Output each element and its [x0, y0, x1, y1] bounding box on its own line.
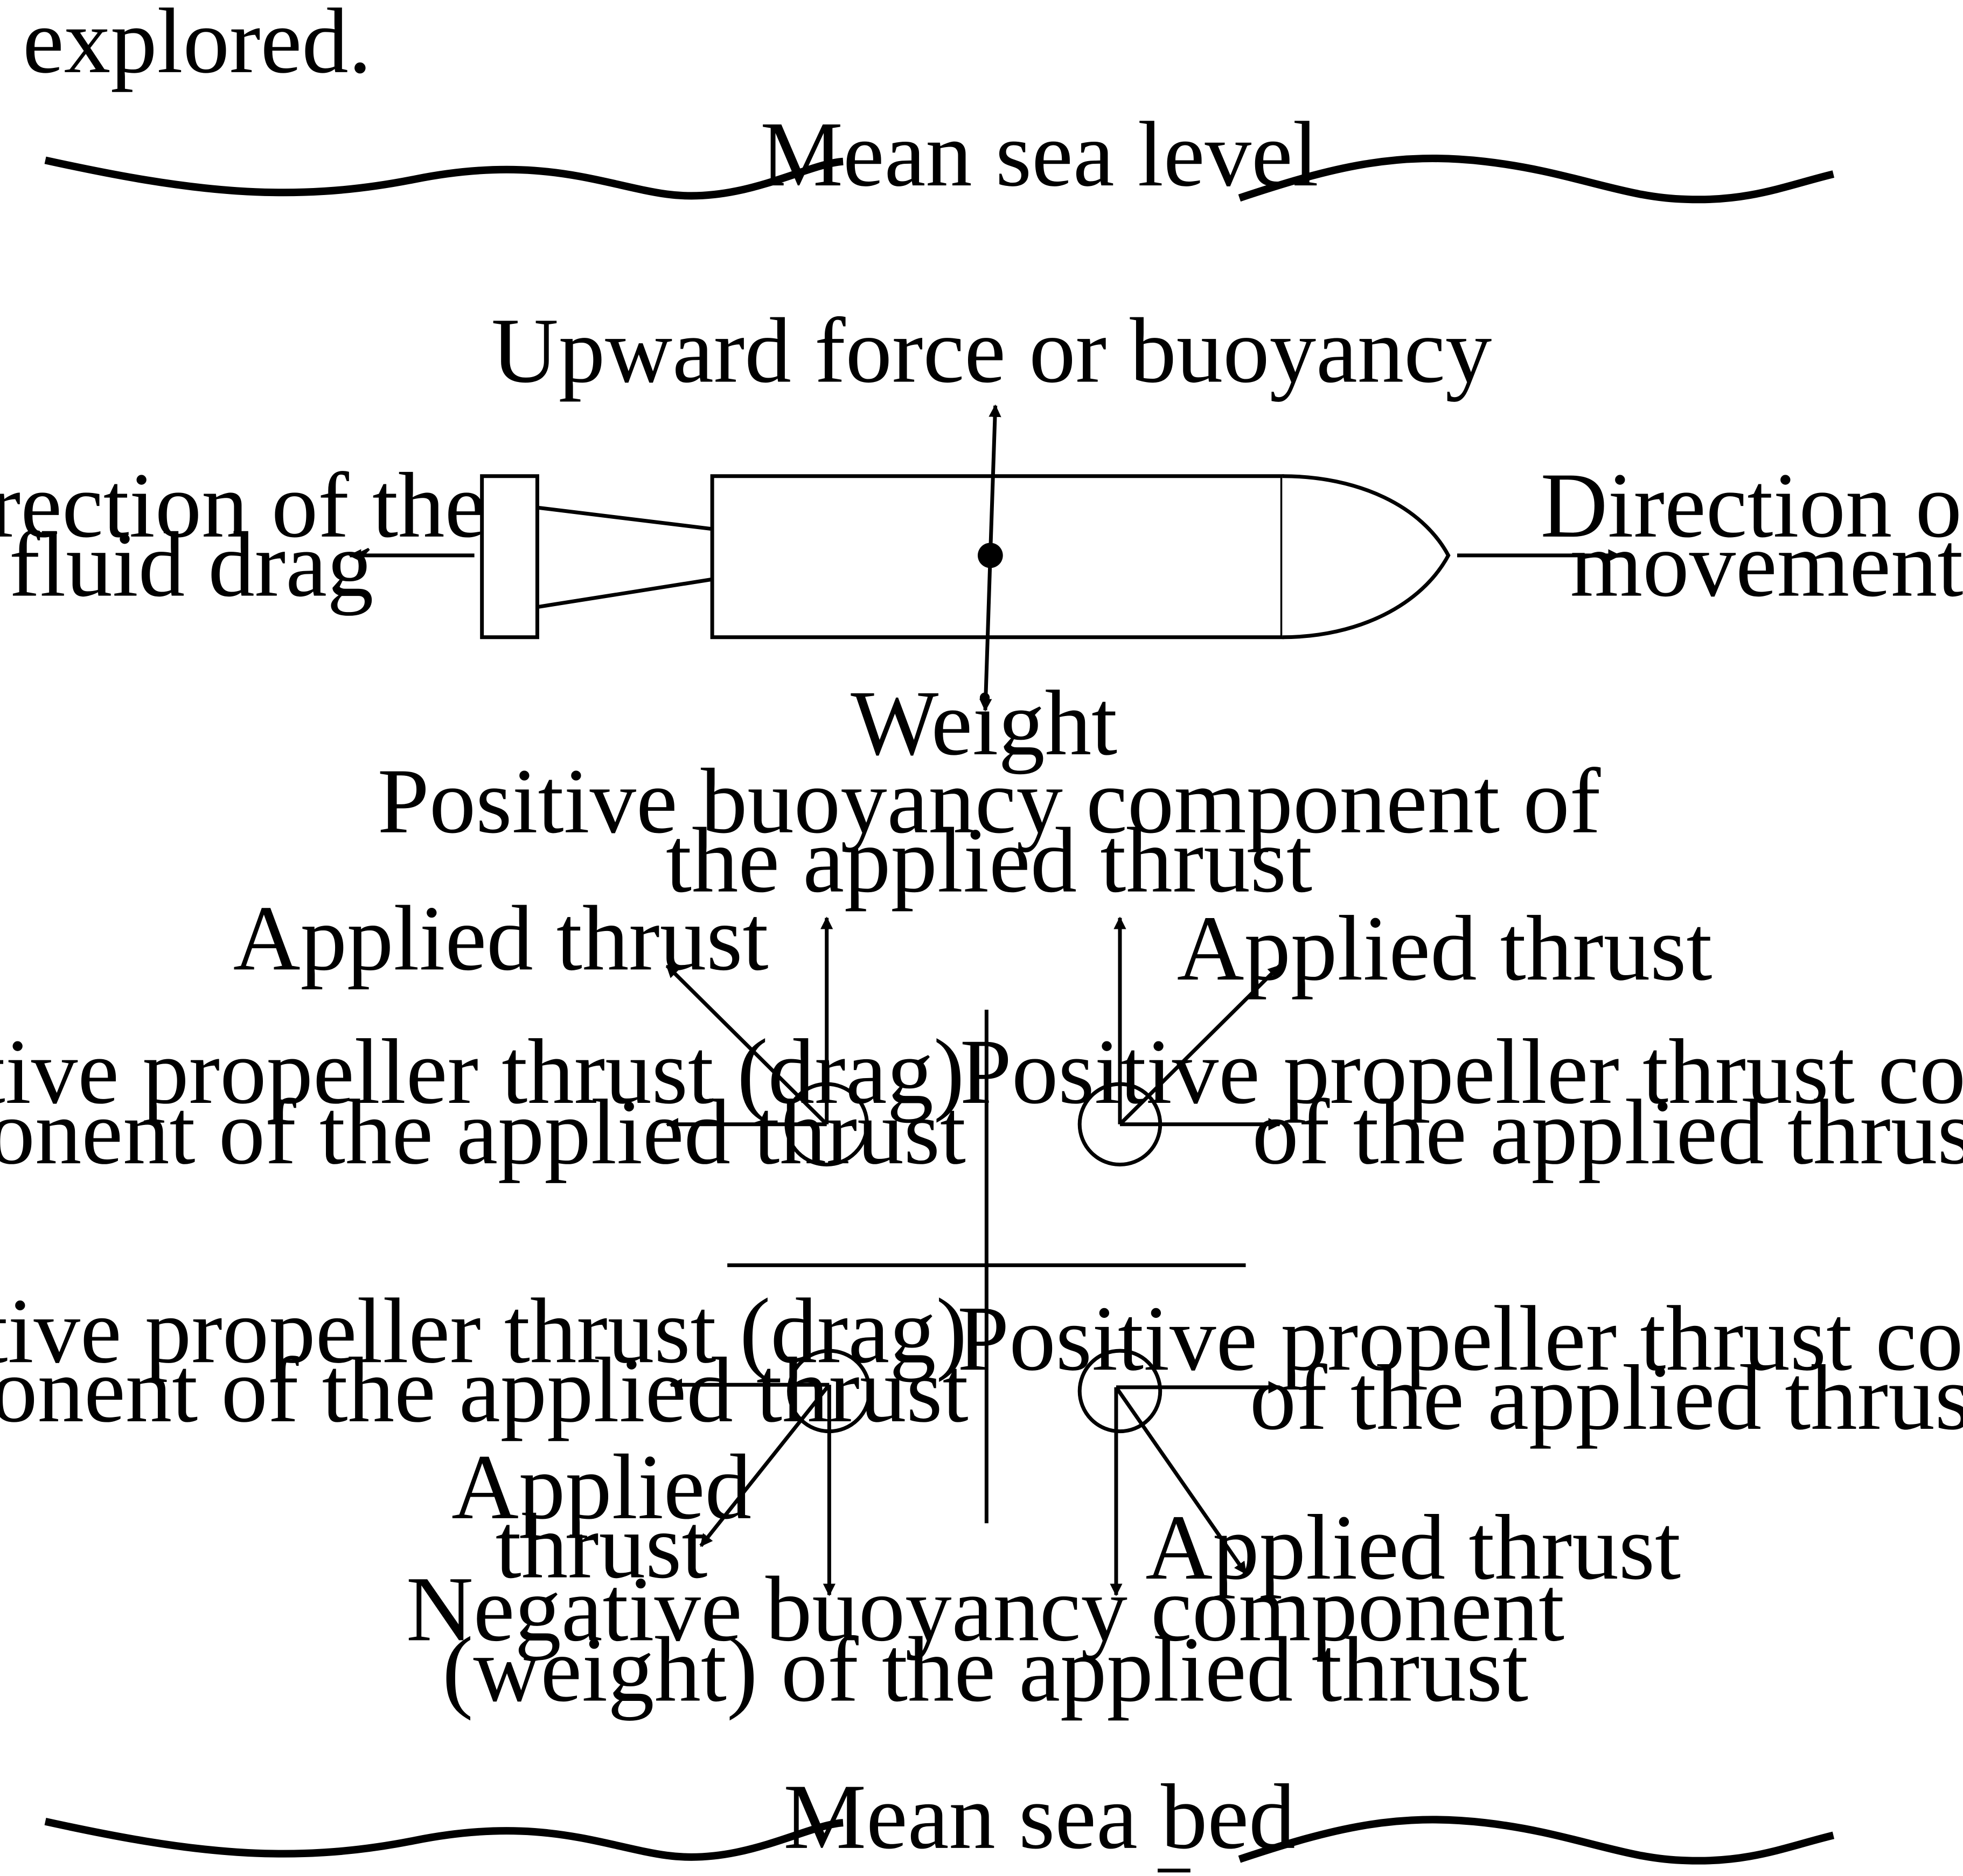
propeller-shroud [480, 474, 539, 640]
sea-level-line [44, 155, 1835, 204]
tail-cone-upper [537, 505, 713, 531]
lower-right-thrust-arrow [1115, 1386, 1248, 1575]
lower-right-positive-label-line1: Positive propeller thrust component [957, 1287, 1963, 1390]
lower-left-vectors [669, 1349, 872, 1596]
upper-left-drag-label-line2: component of the applied thrust [0, 1081, 966, 1184]
lower-right-thrust-label: Applied thrust [1145, 1496, 1681, 1599]
lower-left-thrust-label-line1: Applied [451, 1436, 751, 1539]
upper-right-vectors [1077, 916, 1282, 1166]
tail-cone-lower [537, 577, 713, 609]
upper-right-positive-label-line2: of the applied thrust [1252, 1081, 1963, 1184]
underwater-vehicle [480, 474, 1451, 640]
nose-cone [1282, 474, 1451, 640]
page-text: explored. [23, 0, 372, 93]
sea-level-label: Mean sea level [760, 103, 1319, 206]
sea-bed-label: Mean sea bed [783, 1766, 1295, 1868]
positive-buoyancy-label-line1: Positive buoyancy component of [378, 750, 1601, 853]
lower-left-drag-label-line1: Negative propeller thrust (drag) [0, 1280, 967, 1382]
upper-left-drag-label-line1: Negative propeller thrust (drag) [0, 1020, 964, 1123]
upper-left-thrust-arrow [665, 964, 829, 1126]
upper-left-vectors [665, 916, 869, 1166]
negative-buoyancy-label-line2: (weight) of the applied thrust [442, 1618, 1528, 1721]
drag-label-line1: Direction of the [0, 454, 486, 557]
upper-right-thrust-label: Applied thrust [1177, 897, 1713, 1000]
upper-right-positive-label-line1: Positive propeller thrust component [960, 1020, 1963, 1123]
sea-bed-line [44, 1816, 1835, 1865]
lower-right-positive-label-line2: of the applied thrust [1250, 1346, 1963, 1449]
drag-label-line2: fluid drag [9, 513, 374, 616]
lower-right-vectors [1077, 1349, 1281, 1596]
upper-left-thrust-label: Applied thrust [233, 887, 769, 990]
positive-buoyancy-label-line2: the applied thrust [666, 809, 1312, 912]
movement-label-line2: movement [1570, 513, 1963, 616]
buoyancy-arrow [988, 404, 1001, 556]
negative-buoyancy-label-line1: Negative buoyancy component [406, 1558, 1564, 1660]
lower-left-thrust-label-line2: thrust [496, 1495, 708, 1598]
movement-label-line1: Direction of [1541, 454, 1963, 557]
weight-label: Weight [851, 672, 1117, 775]
lower-left-drag-label-line2: component of the applied thrust [0, 1339, 969, 1442]
lower-right-vehicle-circle [1077, 1349, 1163, 1434]
buoyancy-label: Upward force or buoyancy [491, 300, 1492, 402]
lower-left-thrust-arrow [699, 1384, 831, 1547]
weight-arrow [979, 555, 992, 712]
upper-right-thrust-arrow [1118, 964, 1282, 1126]
